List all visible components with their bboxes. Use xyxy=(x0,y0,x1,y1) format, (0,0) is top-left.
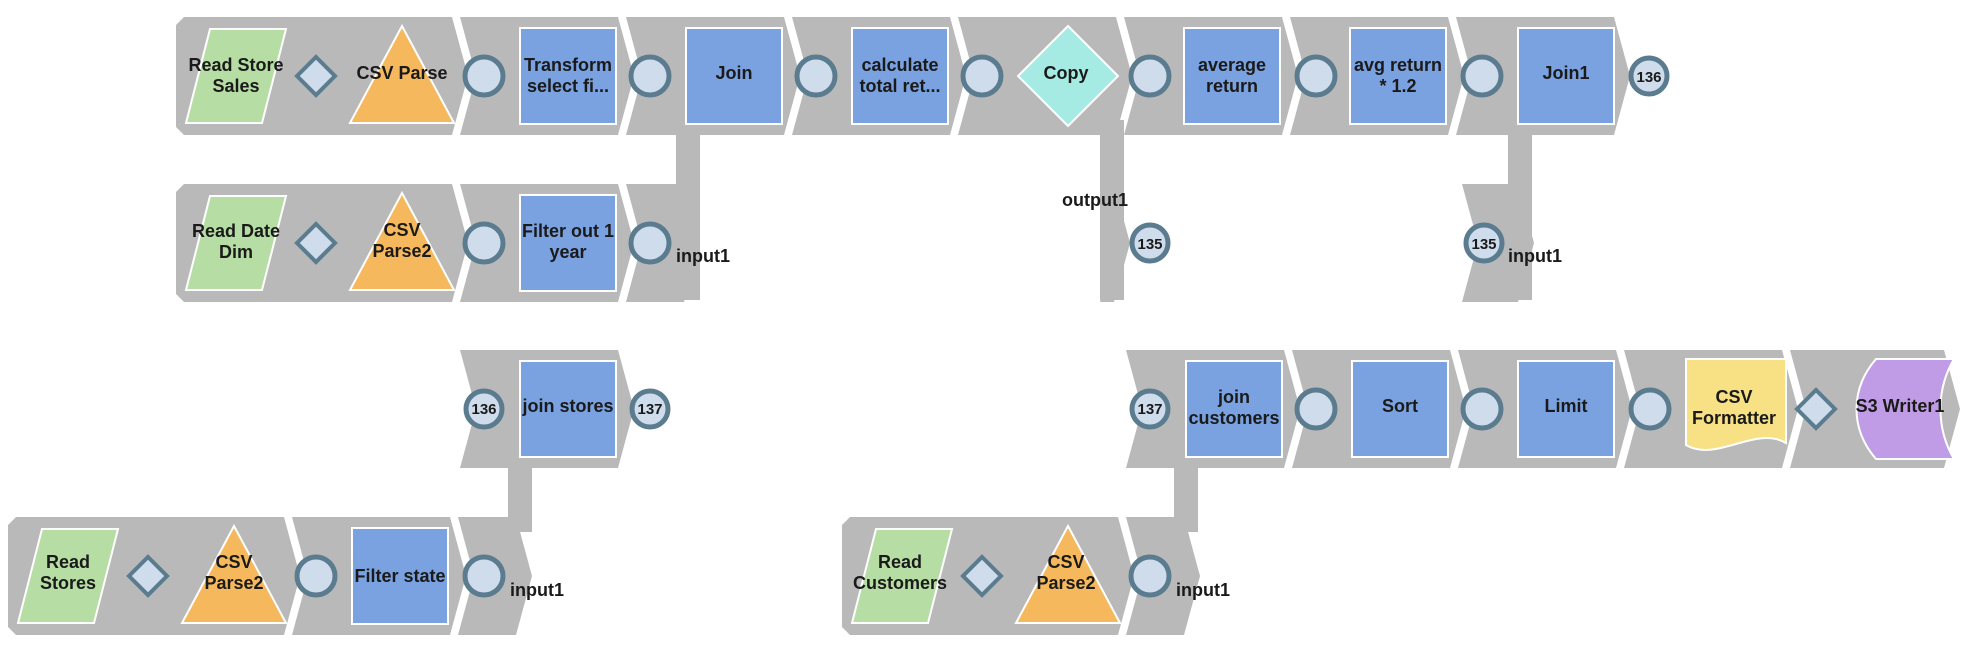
s3-writer-shape xyxy=(1855,358,1956,460)
port-137-in xyxy=(1129,388,1171,430)
connector-layer xyxy=(508,120,1532,532)
port-136-in xyxy=(463,388,505,430)
output-port-137[interactable]: 137 xyxy=(637,400,663,418)
read-stores-shape xyxy=(16,528,120,624)
port-5a xyxy=(1294,387,1338,431)
port-137-out xyxy=(629,388,671,430)
port-1g xyxy=(1460,54,1504,98)
join-customers-shape xyxy=(1185,360,1283,458)
csv-parse2-shape xyxy=(348,190,456,291)
port-136-out xyxy=(1628,55,1670,97)
shape-layer xyxy=(16,23,1956,625)
filter-state-shape xyxy=(351,527,449,625)
filter-year-shape xyxy=(519,194,617,292)
csv-formatter-shape xyxy=(1685,358,1787,451)
join-shape xyxy=(685,27,783,125)
csv-parse2-customers-shape xyxy=(1014,523,1122,624)
segment-copy-output xyxy=(1100,184,1130,302)
port-5b xyxy=(1460,387,1504,431)
port-join-input xyxy=(628,221,672,265)
port-1b xyxy=(628,54,672,98)
join-customers-input-label: input1 xyxy=(1176,580,1230,600)
average-return-shape xyxy=(1183,27,1281,125)
port-diamond-4 xyxy=(126,554,170,598)
output-port-136[interactable]: 136 xyxy=(1636,68,1662,86)
port-4a xyxy=(294,554,338,598)
port-1c xyxy=(794,54,838,98)
copy-output-port-135[interactable]: 135 xyxy=(1137,235,1163,253)
segment-layer xyxy=(8,17,1960,635)
copy-output-label: output1 xyxy=(1062,190,1128,210)
csv-parse-shape xyxy=(348,23,456,124)
port-135-join1 xyxy=(1463,222,1505,264)
read-date-dim-shape xyxy=(184,195,288,291)
port-diamond-1 xyxy=(294,54,338,98)
join1-input-label: input1 xyxy=(1508,246,1562,266)
transform-select-shape xyxy=(519,27,617,125)
input-port-137[interactable]: 137 xyxy=(1137,400,1163,418)
read-store-sales-shape xyxy=(184,28,288,124)
calculate-total-shape xyxy=(851,27,949,125)
port-join-stores-input xyxy=(462,554,506,598)
port-1d xyxy=(960,54,1004,98)
read-customers-shape xyxy=(850,528,954,624)
port-diamond-6 xyxy=(960,554,1004,598)
join1-shape xyxy=(1517,27,1615,125)
port-135-copy xyxy=(1129,222,1171,264)
avg-return-multiply-shape xyxy=(1349,27,1447,125)
port-join-customers-input xyxy=(1128,554,1172,598)
join-input-label: input1 xyxy=(676,246,730,266)
csv-parse2-stores-shape xyxy=(180,523,288,624)
input-port-136[interactable]: 136 xyxy=(471,400,497,418)
port-1a xyxy=(462,54,506,98)
port-5c xyxy=(1628,387,1672,431)
port-1f xyxy=(1294,54,1338,98)
port-layer xyxy=(126,54,1838,598)
sort-shape xyxy=(1351,360,1449,458)
limit-shape xyxy=(1517,360,1615,458)
join-stores-input-label: input1 xyxy=(510,580,564,600)
port-diamond-2 xyxy=(294,221,338,265)
join-stores-shape xyxy=(519,360,617,458)
join1-input-port-135[interactable]: 135 xyxy=(1471,235,1497,253)
port-1e xyxy=(1128,54,1172,98)
port-2a xyxy=(462,221,506,265)
copy-shape xyxy=(1016,24,1120,128)
port-diamond-5 xyxy=(1794,387,1838,431)
